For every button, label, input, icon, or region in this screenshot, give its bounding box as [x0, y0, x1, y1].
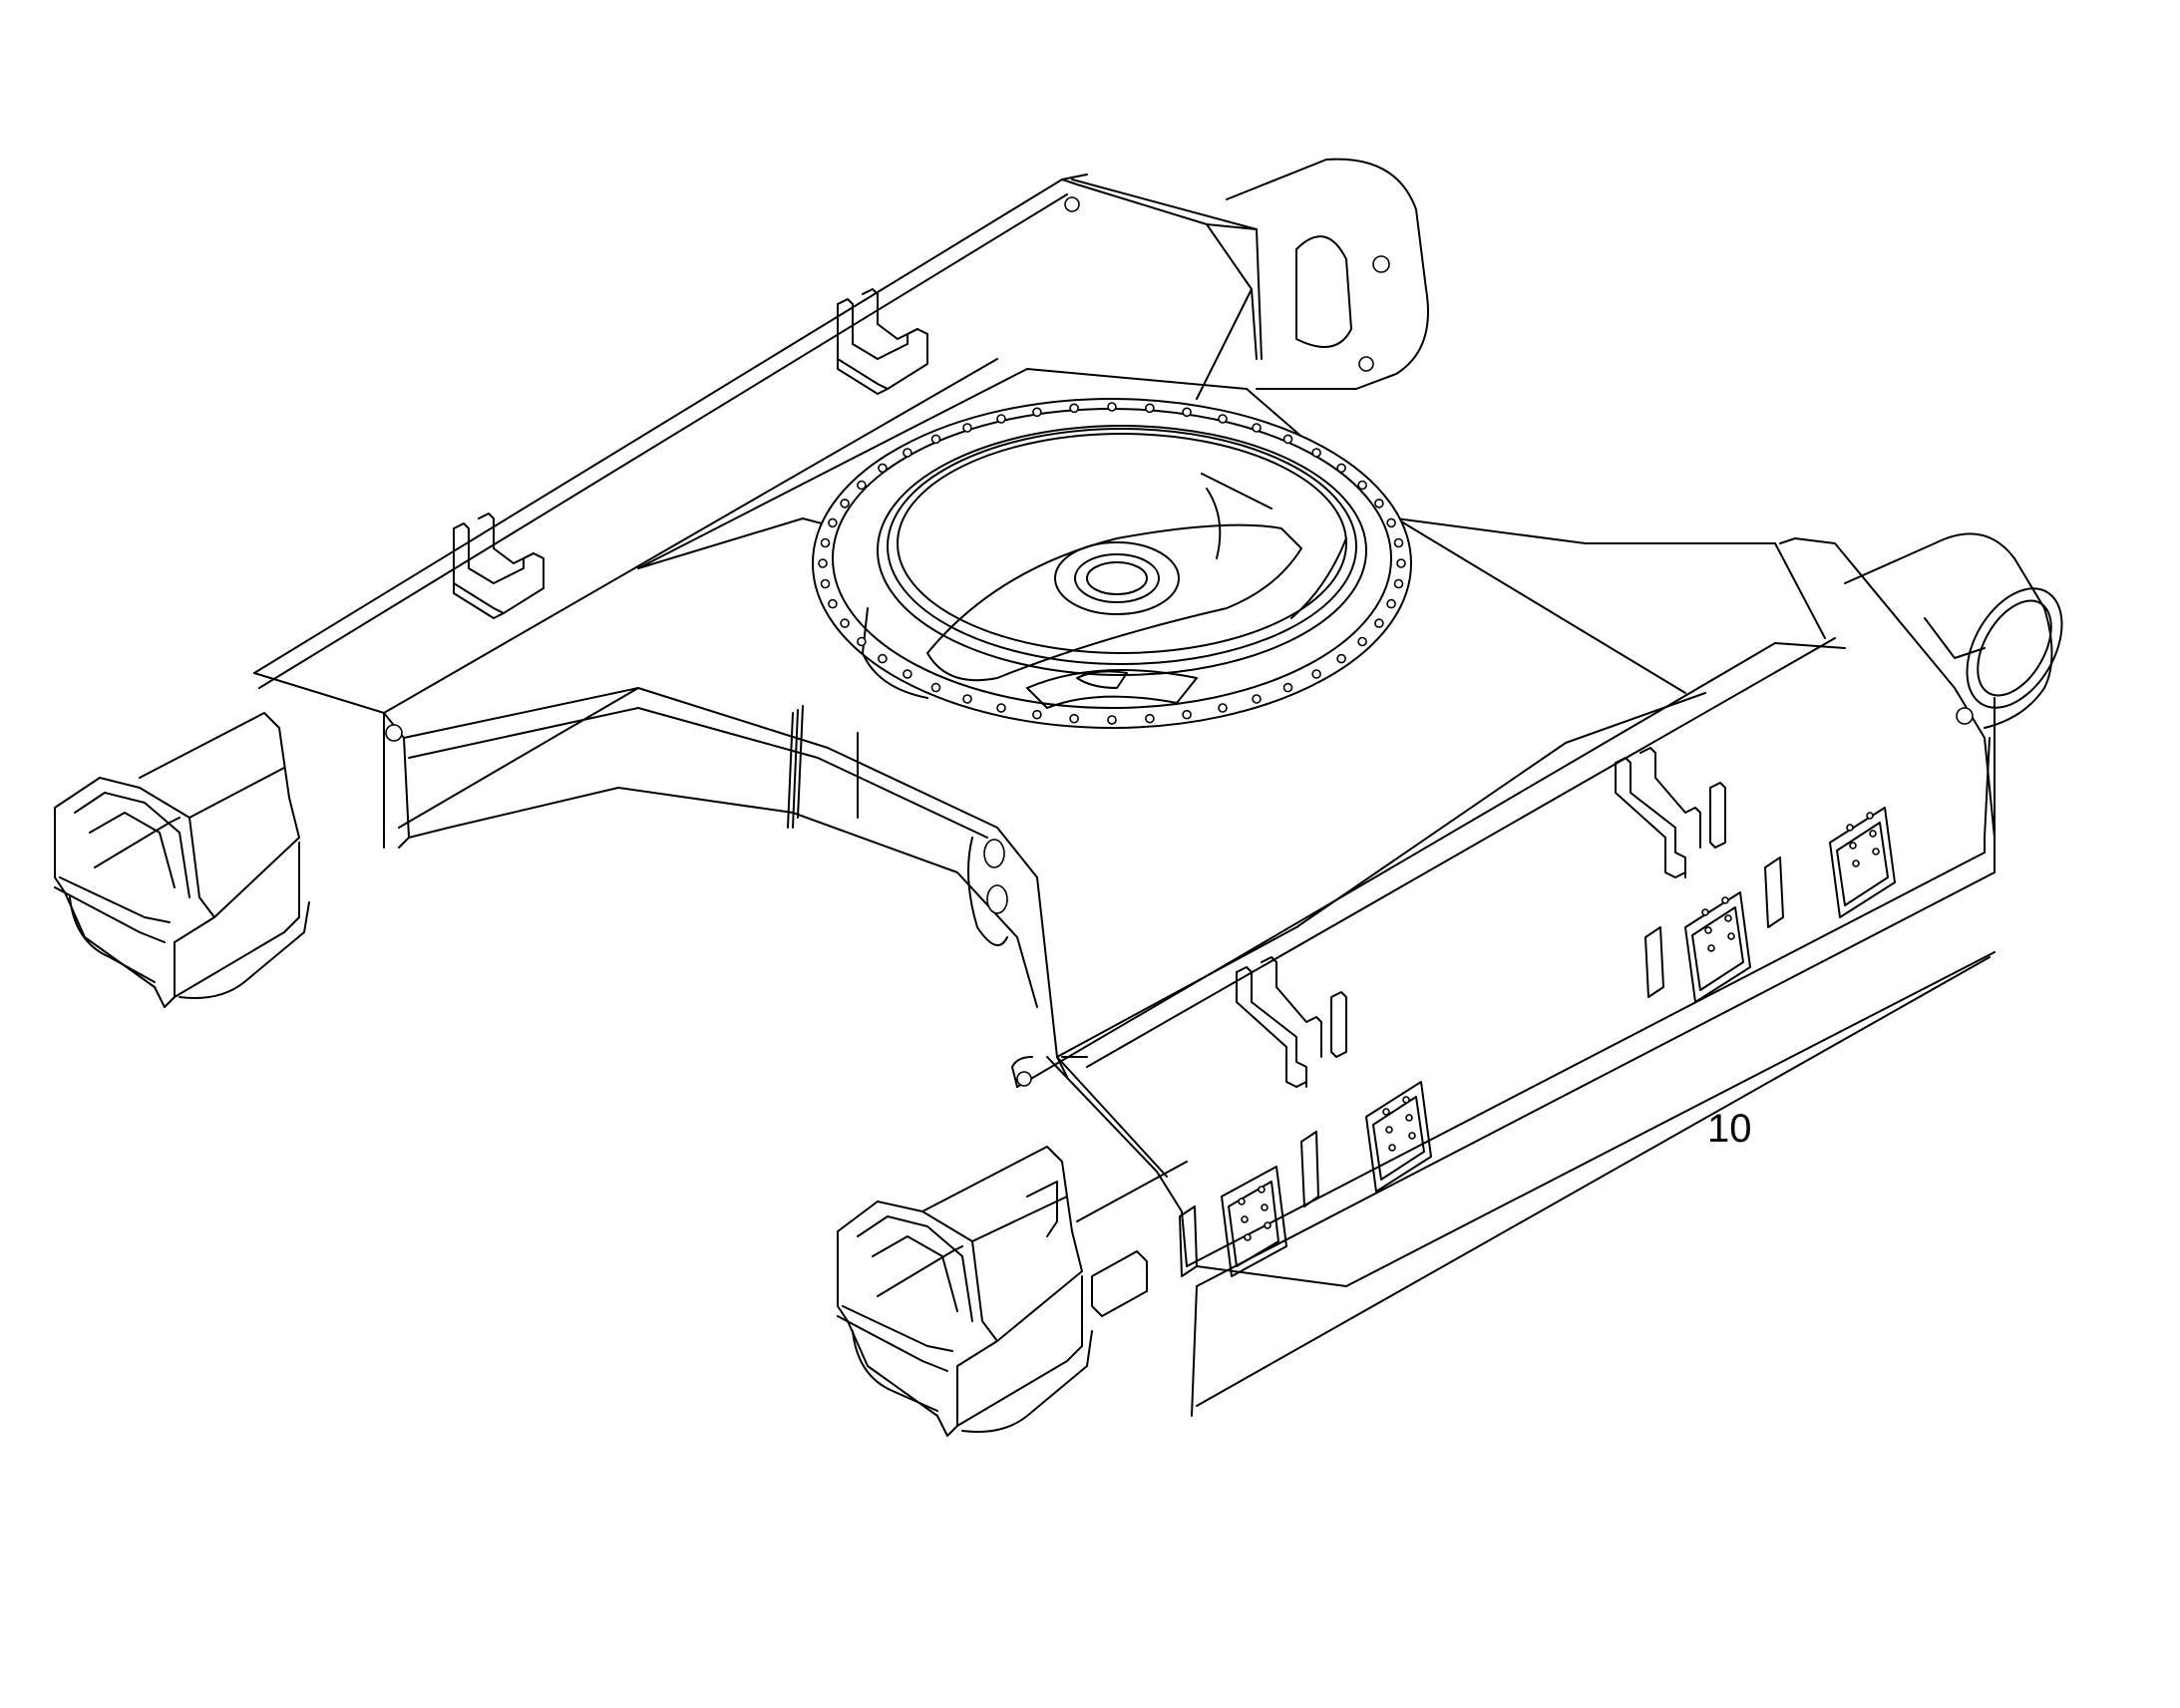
bolt-hole [1393, 578, 1404, 589]
slewing-ring-bolt-holes [818, 402, 1406, 725]
bolt-hole [820, 537, 831, 548]
bolt-hole [1311, 448, 1321, 458]
bolt-hole [878, 463, 888, 474]
rear-left-track-guard [54, 712, 310, 1008]
bolt-hole [996, 703, 1006, 713]
pad-bolt [1872, 848, 1880, 855]
pad-bolt [1846, 824, 1854, 832]
pad-bolt [1849, 842, 1857, 850]
guard-bracket-2 [453, 512, 545, 619]
pad-bolt [1727, 932, 1735, 940]
side-pads [1091, 807, 1896, 1317]
bolt-hole [903, 448, 912, 458]
bolt-hole [962, 694, 972, 704]
bolt-hole [903, 669, 912, 679]
pad-bolt [1866, 812, 1874, 820]
bolt-hole [818, 558, 828, 568]
bolt-hole [820, 578, 831, 589]
bolt-hole [1357, 636, 1367, 647]
bolt-hole [1218, 414, 1228, 424]
bolt-hole [1069, 403, 1079, 414]
bolt-hole [1145, 713, 1155, 724]
bolt-hole [1374, 499, 1384, 509]
bolt-hole [1336, 653, 1346, 664]
bolt-hole [1252, 694, 1262, 704]
bolt-hole [1393, 537, 1404, 548]
guard-bracket-1 [837, 288, 928, 395]
pad-bolt [1385, 1126, 1393, 1134]
bolt-hole [1069, 713, 1079, 724]
guard-bracket-4 [1236, 956, 1347, 1088]
pad-bolt [1238, 1197, 1246, 1205]
bolt-hole [930, 434, 941, 445]
pad-bolt [1388, 1144, 1396, 1152]
pad-bolt [1405, 1114, 1413, 1122]
bolt-hole [962, 423, 972, 433]
pad-bolt [1261, 1203, 1269, 1211]
pad-bolt [1707, 944, 1715, 952]
bolt-hole [857, 636, 867, 647]
bolt-hole [1374, 618, 1384, 628]
bolt-hole [1145, 403, 1155, 414]
pad-bolt [1408, 1132, 1416, 1140]
pad-bolt [1701, 908, 1709, 916]
bolt-hole [1336, 463, 1346, 474]
pad-bolt [1869, 830, 1877, 838]
bolt-hole [1386, 598, 1396, 609]
pad-bolt [1241, 1215, 1249, 1223]
bolt-hole [857, 480, 867, 491]
bolt-hole [1182, 709, 1192, 720]
pad-bolt [1721, 896, 1729, 904]
bolt-hole [1396, 558, 1406, 568]
pad-bolt [1852, 859, 1860, 867]
bolt-hole [1282, 682, 1293, 693]
pad-bolt [1724, 914, 1732, 922]
part-callout-10: 10 [1707, 1107, 1752, 1151]
center-body [403, 388, 1776, 1058]
bolt-hole [1032, 709, 1042, 720]
right-track-frame [1011, 532, 2063, 1417]
bolt-hole [878, 653, 888, 664]
pad-bolt [1244, 1233, 1252, 1241]
pad-bolt [1402, 1096, 1410, 1104]
bolt-hole [1386, 517, 1396, 528]
pad-bolt [1258, 1186, 1266, 1194]
bolt-hole [1107, 715, 1117, 725]
bolt-hole [840, 499, 850, 509]
bolt-hole [1282, 434, 1293, 445]
bolt-hole [1311, 669, 1321, 679]
pad-bolt [1704, 926, 1712, 934]
bolt-hole [1182, 407, 1192, 418]
bolt-hole [840, 618, 850, 628]
front-right-track-guard [837, 1146, 1188, 1437]
bolt-hole [1107, 402, 1117, 412]
pad-bolt [1382, 1108, 1390, 1116]
slewing-ring [812, 398, 1412, 729]
bolt-hole [1357, 480, 1367, 491]
bolt-hole [930, 682, 941, 693]
left-track-frame [253, 158, 1429, 849]
bolt-hole [1032, 407, 1042, 418]
bolt-hole [828, 598, 838, 609]
bolt-hole [996, 414, 1006, 424]
pad-bolts [1238, 812, 1880, 1241]
bolt-hole [1252, 423, 1262, 433]
pad-bolt [1264, 1221, 1272, 1229]
guard-bracket-3 [1615, 747, 1726, 878]
bolt-hole [1218, 703, 1228, 713]
bolt-hole [828, 517, 838, 528]
